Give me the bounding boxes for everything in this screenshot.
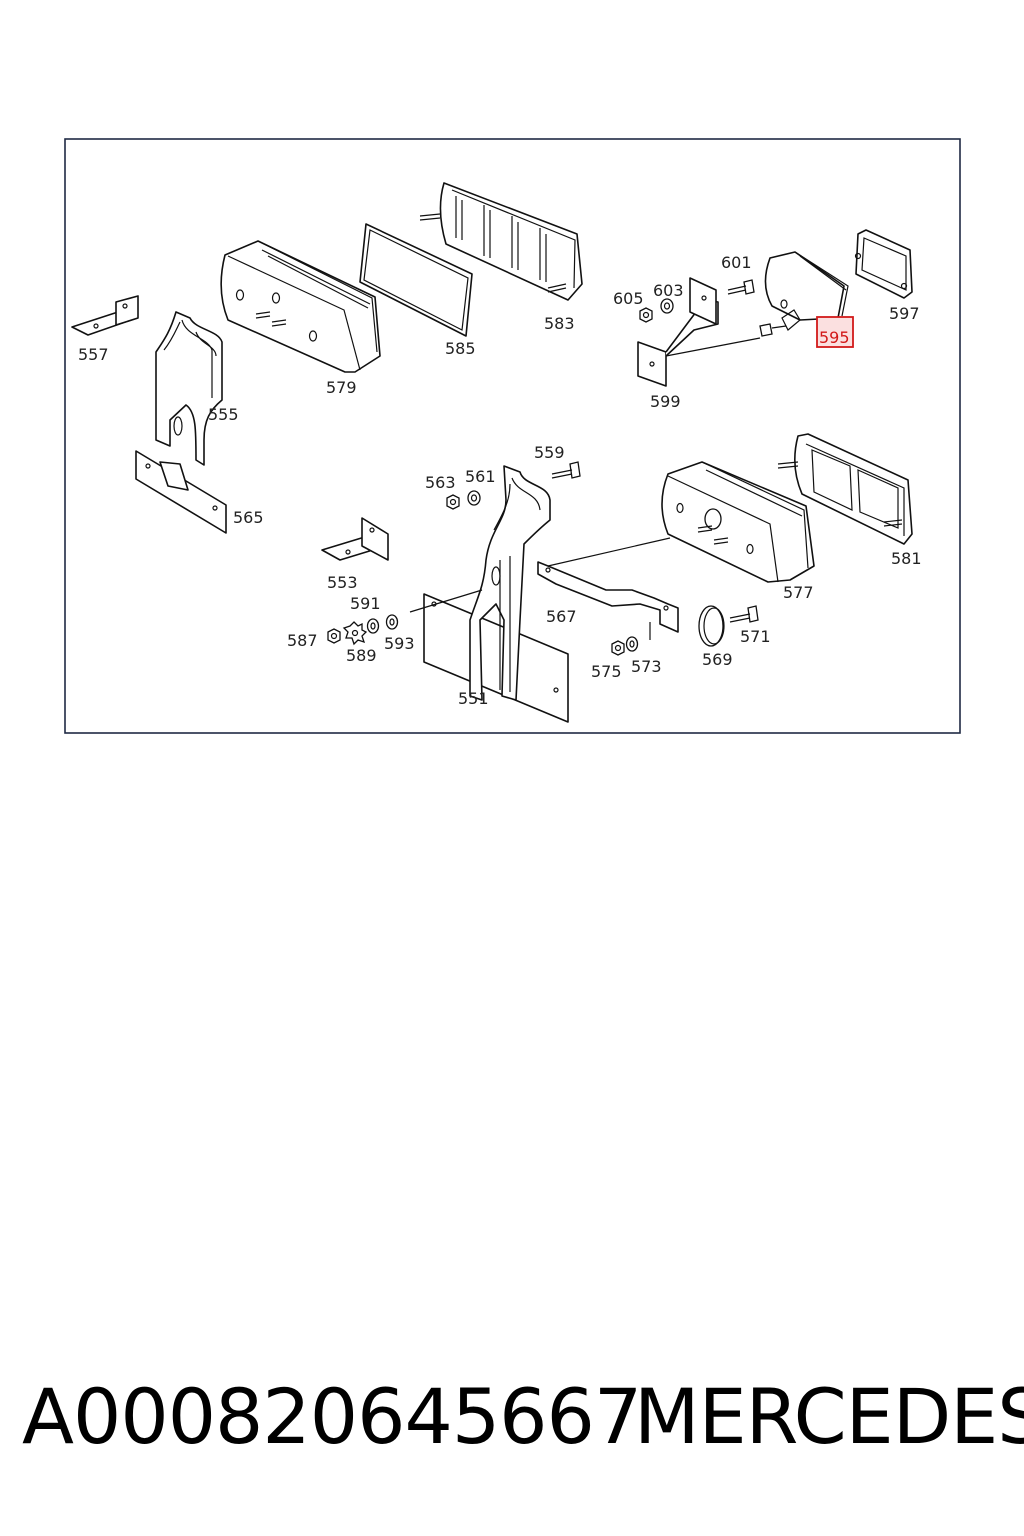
label-569[interactable]: 569 — [702, 650, 733, 669]
part-number: A000820645667 — [22, 1372, 642, 1461]
label-573[interactable]: 573 — [631, 657, 662, 676]
label-567[interactable]: 567 — [546, 607, 577, 626]
diagram-frame — [64, 138, 961, 734]
label-601[interactable]: 601 — [721, 253, 752, 272]
label-589[interactable]: 589 — [346, 646, 377, 665]
label-591[interactable]: 591 — [350, 594, 381, 613]
highlight-box-595 — [816, 316, 854, 348]
label-575[interactable]: 575 — [591, 662, 622, 681]
bracket-553 — [321, 517, 389, 561]
brand-name: MERCEDES — [634, 1372, 1024, 1461]
washer-573 — [625, 636, 639, 652]
label-559[interactable]: 559 — [534, 443, 565, 462]
label-587[interactable]: 587 — [287, 631, 318, 650]
label-593[interactable]: 593 — [384, 634, 415, 653]
label-557[interactable]: 557 — [78, 345, 109, 364]
label-571[interactable]: 571 — [740, 627, 771, 646]
lamp-lens-597 — [854, 229, 913, 299]
label-577[interactable]: 577 — [783, 583, 814, 602]
label-553[interactable]: 553 — [327, 573, 358, 592]
label-583[interactable]: 583 — [544, 314, 575, 333]
disc-569 — [698, 605, 725, 647]
washer-561 — [467, 490, 481, 506]
bracket-551 — [409, 465, 569, 723]
label-581[interactable]: 581 — [891, 549, 922, 568]
bolt-601 — [727, 279, 755, 295]
bolt-571 — [729, 605, 759, 623]
label-555[interactable]: 555 — [208, 405, 239, 424]
washer-593 — [385, 614, 399, 630]
lamp-body-577 — [661, 461, 815, 583]
nut-575 — [611, 640, 625, 656]
label-563[interactable]: 563 — [425, 473, 456, 492]
bracket-599 — [637, 277, 761, 387]
bracket-557 — [71, 295, 139, 336]
label-579[interactable]: 579 — [326, 378, 357, 397]
bracket-555 — [155, 311, 223, 466]
bolt-559 — [551, 461, 581, 479]
label-585[interactable]: 585 — [445, 339, 476, 358]
label-603[interactable]: 603 — [653, 281, 684, 300]
label-605[interactable]: 605 — [613, 289, 644, 308]
nut-587 — [327, 628, 341, 644]
lamp-cover-583 — [419, 182, 583, 301]
nut-563 — [446, 494, 460, 510]
label-595[interactable]: 595 — [819, 328, 850, 347]
small-lamp-595 — [759, 251, 849, 337]
label-551[interactable]: 551 — [458, 689, 489, 708]
label-565[interactable]: 565 — [233, 508, 264, 527]
label-597[interactable]: 597 — [889, 304, 920, 323]
plate-565 — [135, 450, 227, 534]
parts-diagram: 557 555 579 585 583 565 605 603 601 599 … — [64, 138, 961, 734]
nut-605 — [639, 307, 653, 323]
washer-603 — [660, 298, 674, 314]
gasket-585 — [359, 223, 473, 337]
label-561[interactable]: 561 — [465, 467, 496, 486]
lamp-body-579 — [220, 240, 381, 373]
bracket-567 — [537, 537, 679, 640]
lock-washer-589 — [342, 621, 368, 646]
lamp-cover-581 — [777, 433, 913, 545]
washer-591 — [366, 618, 380, 634]
footer: A000820645667 MERCEDES — [0, 1372, 1024, 1472]
label-599[interactable]: 599 — [650, 392, 681, 411]
